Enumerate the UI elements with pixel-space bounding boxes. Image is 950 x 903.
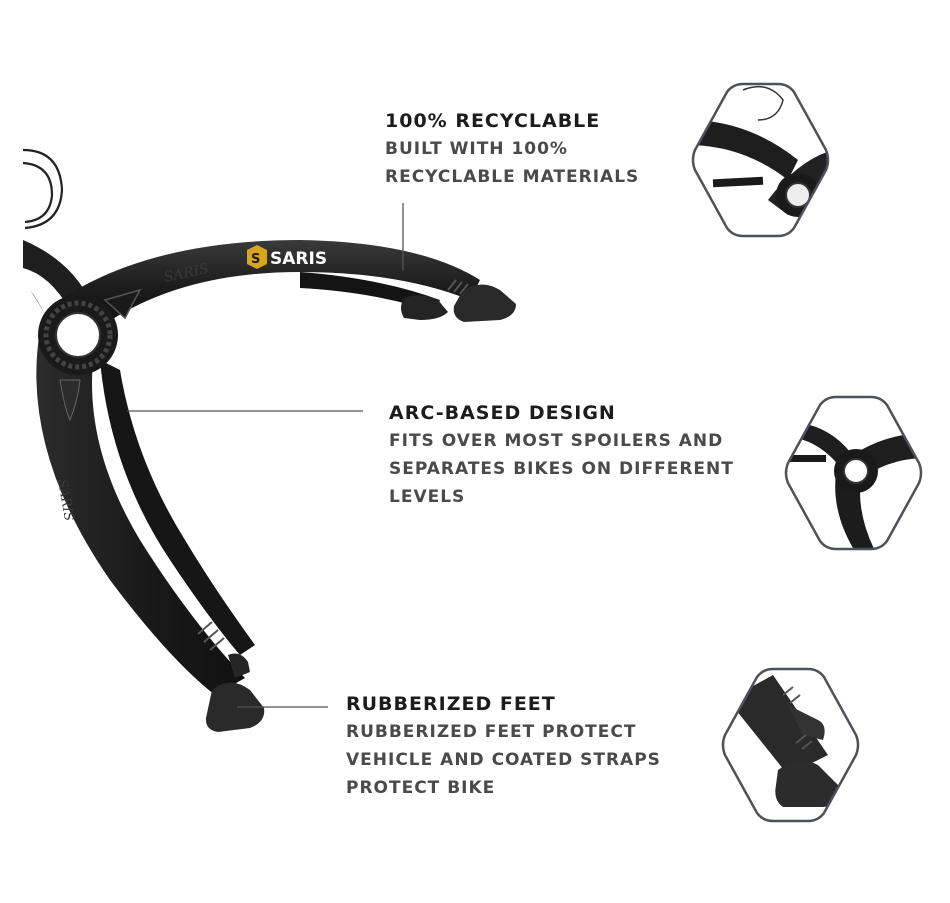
svg-text:S: S [251, 252, 260, 267]
feature-desc-line: VEHICLE AND COATED STRAPS [346, 750, 661, 770]
feature-title: 100% RECYCLABLE [385, 110, 601, 132]
feature-desc-line: BUILT WITH 100% [385, 139, 568, 159]
hex-thumbnail-rubber-feet [721, 667, 860, 823]
svg-text:SARIS: SARIS [270, 249, 327, 269]
feature-recyclable: 100% RECYCLABLE BUILT WITH 100% RECYCLAB… [385, 107, 639, 191]
feature-title: ARC-BASED DESIGN [389, 402, 616, 424]
hex-thumbnail-arc-hub [784, 395, 923, 551]
svg-text:SARIS: SARIS [54, 478, 76, 522]
feature-desc-line: FITS OVER MOST SPOILERS AND [389, 431, 724, 451]
feature-arc-design: ARC-BASED DESIGN FITS OVER MOST SPOILERS… [389, 399, 734, 511]
hex-thumbnail-hub-clamp [691, 82, 830, 238]
feature-title: RUBBERIZED FEET [346, 693, 556, 715]
feature-desc-line: PROTECT BIKE [346, 778, 496, 798]
rubber-foot [205, 682, 265, 732]
hub-assembly [30, 288, 142, 422]
feature-desc-line: LEVELS [389, 487, 466, 507]
feature-desc-line: RUBBERIZED FEET PROTECT [346, 722, 637, 742]
strap-loops [22, 148, 64, 230]
feature-desc-line: SEPARATES BIKES ON DIFFERENT [389, 459, 734, 479]
saris-logo: S SARIS [247, 245, 327, 269]
feature-desc-line: RECYCLABLE MATERIALS [385, 167, 640, 187]
feature-rubber-feet: RUBBERIZED FEET RUBBERIZED FEET PROTECT … [346, 690, 661, 802]
